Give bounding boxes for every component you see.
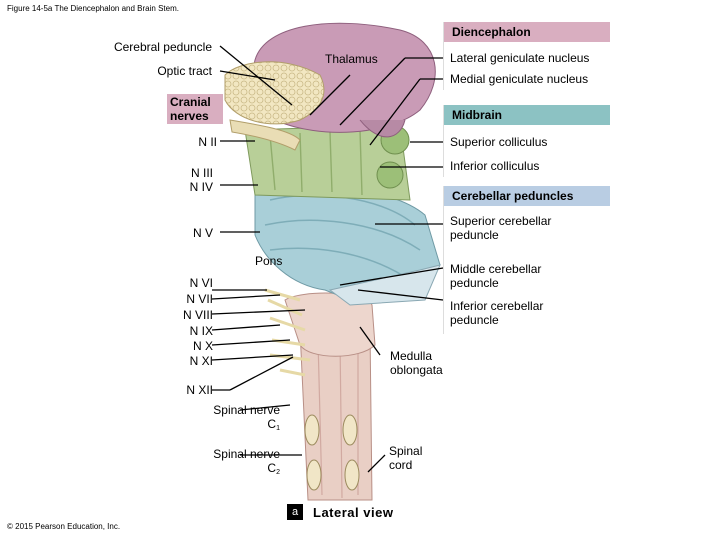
copyright-notice: © 2015 Pearson Education, Inc. (7, 522, 121, 531)
label-cranial-nerves: Cranial nerves (167, 94, 223, 124)
panel-caption: Lateral view (313, 505, 394, 520)
midbrain-group: Midbrain (443, 105, 610, 177)
label-inferior-cerebellar-peduncle: Inferior cerebellar peduncle (450, 299, 544, 327)
label-n8: N VIII (182, 308, 213, 322)
label-n3: N III (190, 166, 213, 180)
label-inferior-colliculus: Inferior colliculus (450, 159, 540, 173)
diencephalon-group: Diencephalon (443, 22, 610, 90)
label-superior-colliculus: Superior colliculus (450, 135, 548, 149)
header-diencephalon: Diencephalon (444, 22, 610, 42)
label-n9: N IX (189, 324, 213, 338)
label-middle-cerebellar-peduncle: Middle cerebellar peduncle (450, 262, 542, 290)
header-midbrain: Midbrain (444, 105, 610, 125)
header-cerebellar-peduncles: Cerebellar peduncles (444, 186, 610, 206)
label-n7: N VII (186, 292, 213, 306)
label-n5: N V (192, 226, 213, 240)
label-n11: N XI (189, 354, 213, 368)
label-spinal-nerve-c2: Spinal nerve C2 (213, 447, 280, 476)
label-spinal-nerve-c1: Spinal nerve C1 (213, 403, 280, 432)
label-pons: Pons (255, 254, 283, 268)
label-n2: N II (198, 135, 217, 149)
figure-title: Figure 14-5a The Diencephalon and Brain … (7, 4, 179, 13)
label-superior-cerebellar-peduncle: Superior cerebellar peduncle (450, 214, 552, 242)
optic-tract-shape (224, 61, 325, 125)
label-cerebral-peduncle: Cerebral peduncle (113, 40, 212, 54)
label-medial-geniculate: Medial geniculate nucleus (450, 72, 589, 86)
panel-badge: a (287, 504, 303, 520)
cerebellar-peduncles-group: Cerebellar peduncles (443, 186, 610, 334)
label-medulla-oblongata: Medulla oblongata (390, 349, 443, 377)
inferior-colliculus-shape (376, 161, 404, 189)
label-thalamus: Thalamus (325, 52, 378, 66)
label-spinal-cord: Spinal cord (389, 444, 423, 472)
label-n6: N VI (189, 276, 213, 290)
label-lateral-geniculate: Lateral geniculate nucleus (450, 51, 590, 65)
label-n4: N IV (189, 180, 213, 194)
label-n12: N XII (186, 383, 213, 397)
label-n10: N X (192, 339, 213, 353)
label-optic-tract: Optic tract (157, 64, 212, 78)
